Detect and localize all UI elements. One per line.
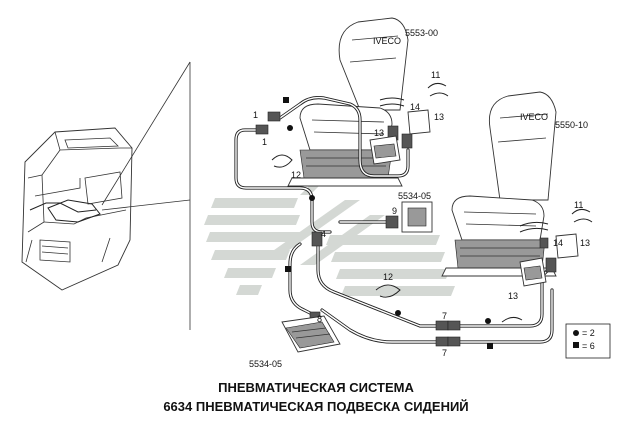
callout-1a: 1 xyxy=(253,110,258,120)
clips xyxy=(271,82,593,323)
legend: = 2 = 6 xyxy=(565,323,611,359)
title-line-1: ПНЕВМАТИЧЕСКАЯ СИСТЕМА xyxy=(218,380,414,395)
callout-11a: 11 xyxy=(431,70,440,80)
callout-11b: 11 xyxy=(574,200,583,210)
seat-b: IVECO xyxy=(441,91,557,277)
callout-13d: 13 xyxy=(508,291,518,301)
valve-code: 5534-05 xyxy=(398,191,431,201)
callout-8: 8 xyxy=(317,314,322,324)
callout-13b: 13 xyxy=(434,112,444,122)
legend-circle-text: = 2 xyxy=(582,328,595,338)
leader-lines xyxy=(101,61,191,330)
callout-labels: 5553-00 5550-10 5534-05 5534-05 1 1 12 1… xyxy=(249,28,590,369)
callout-1b: 1 xyxy=(262,137,267,147)
seat-a-code: 5553-00 xyxy=(405,28,438,38)
callout-9: 9 xyxy=(392,206,397,216)
title-line-2: 6634 ПНЕВМАТИЧЕСКАЯ ПОДВЕСКА СИДЕНИЙ xyxy=(163,399,468,414)
truck-cab xyxy=(21,127,133,291)
seat-b-code: 5550-10 xyxy=(555,120,588,130)
callout-13a: 13 xyxy=(374,128,384,138)
callout-12a: 12 xyxy=(291,170,301,180)
callout-14a: 14 xyxy=(410,102,420,112)
valve-unit xyxy=(401,201,433,233)
hose-lines xyxy=(234,96,554,344)
tank-code: 5534-05 xyxy=(249,359,282,369)
air-tank xyxy=(281,315,341,353)
callout-13c: 13 xyxy=(580,238,590,248)
seat-b-logo: IVECO xyxy=(520,112,548,122)
legend-circle-icon xyxy=(573,330,579,336)
callout-14b: 14 xyxy=(553,238,563,248)
callout-7a: 7 xyxy=(442,311,447,321)
seat-a-logo: IVECO xyxy=(373,36,401,46)
callout-12b: 12 xyxy=(383,272,393,282)
callout-4: 4 xyxy=(321,229,326,239)
legend-square-text: = 6 xyxy=(582,341,595,351)
seat-a: IVECO xyxy=(287,17,409,187)
legend-square-icon xyxy=(573,342,579,348)
legend-box xyxy=(565,323,611,359)
callout-7b: 7 xyxy=(442,348,447,358)
qty-markers xyxy=(283,97,493,349)
seat-valves xyxy=(369,109,579,287)
